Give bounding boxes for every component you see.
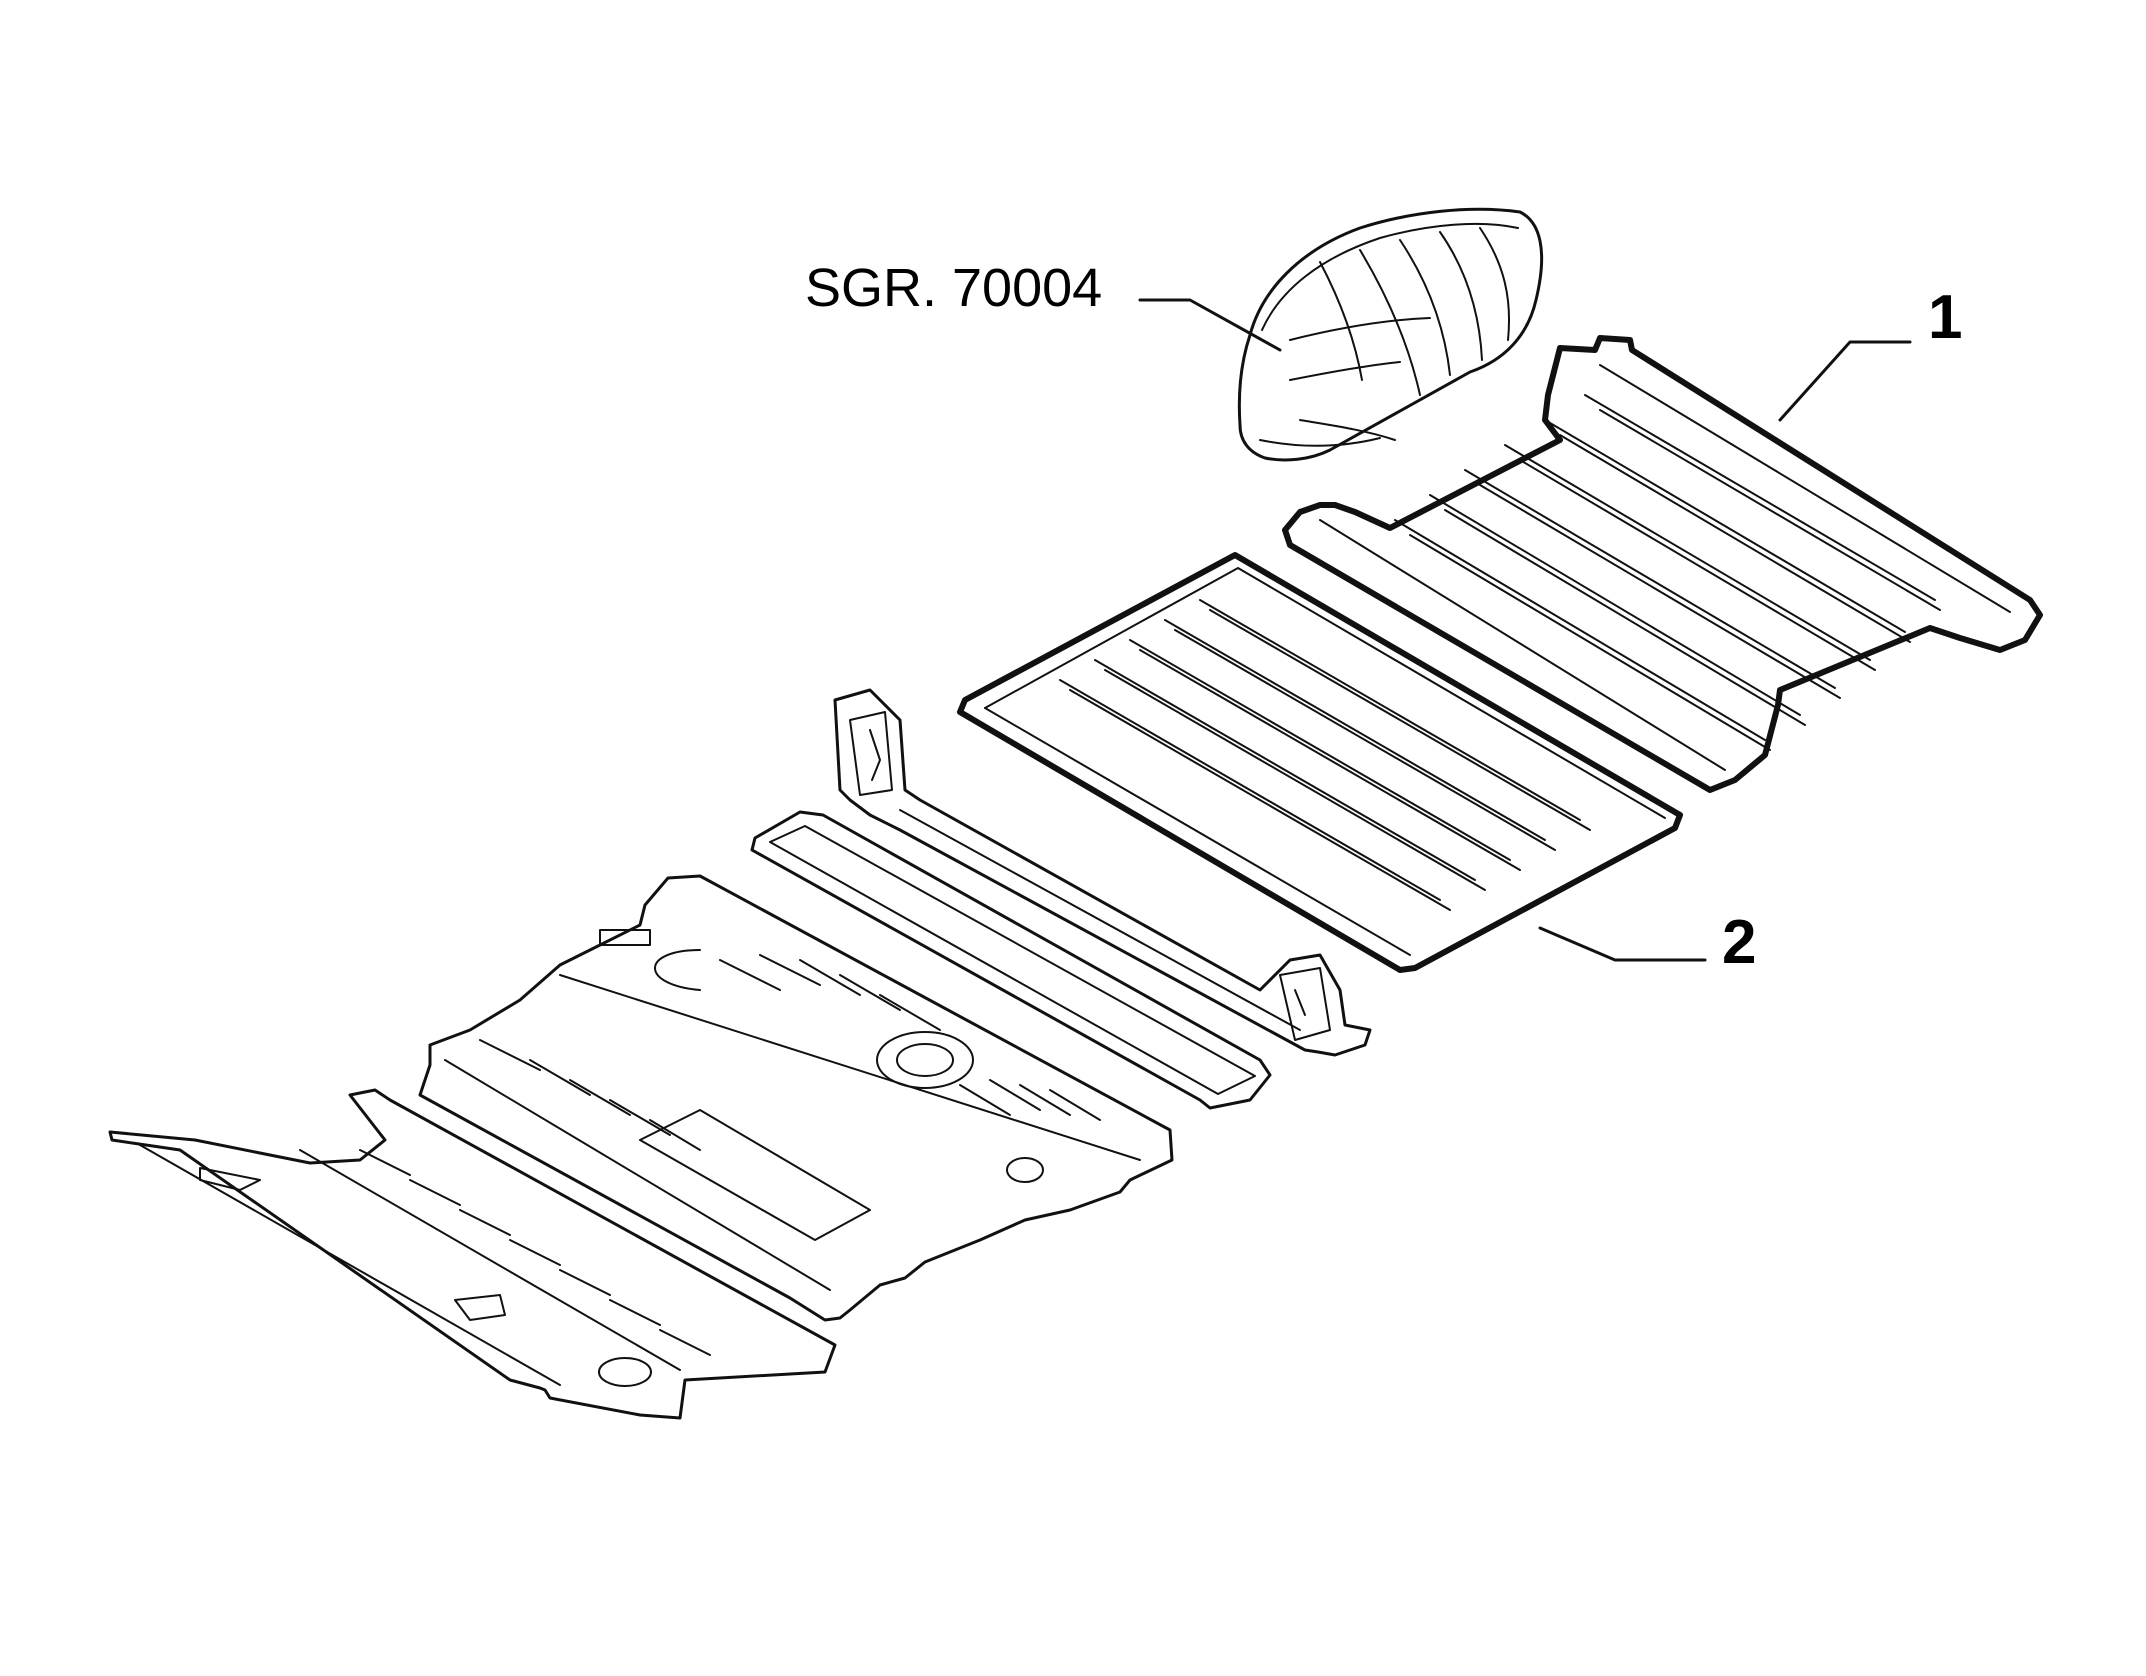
front-floor-slots [479, 929, 941, 1151]
cross-member [833, 688, 1372, 1057]
rear-floor-panel [1282, 335, 2043, 793]
middle-floor-ribs [1059, 599, 1591, 911]
leader-line-ref [1138, 298, 1282, 352]
front-floor-panel [418, 874, 1174, 1322]
callout-ref-label: SGR. 70004 [805, 258, 1102, 318]
front-lower-panel [108, 1088, 837, 1420]
wheel-arch-part [1237, 207, 1544, 462]
middle-floor-panel [957, 552, 1683, 973]
callout-part-2-label: 2 [1722, 908, 1756, 977]
leader-line-1 [1778, 340, 1912, 422]
rear-floor-ribs [1394, 394, 1941, 751]
leader-lines [1138, 298, 1912, 962]
front-lower-slots [359, 1149, 711, 1356]
floor-rail [750, 810, 1272, 1110]
callout-part-1-label: 1 [1928, 283, 1962, 352]
leader-line-2 [1538, 926, 1707, 962]
